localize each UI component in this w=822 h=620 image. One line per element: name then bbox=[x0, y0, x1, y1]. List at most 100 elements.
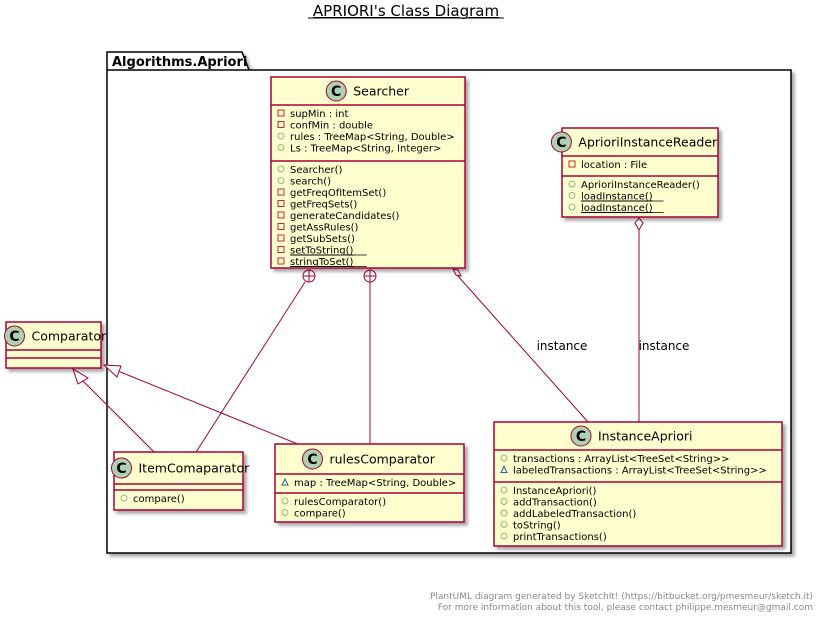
aggregation-diamond-searcher bbox=[452, 268, 462, 277]
visibility-private-icon bbox=[277, 234, 285, 242]
class-letter: C bbox=[307, 452, 317, 468]
inherit-triangle-rulescomp bbox=[102, 364, 122, 378]
visibility-public-icon bbox=[500, 498, 508, 505]
visibility-public-icon bbox=[120, 494, 128, 502]
visibility-private-icon bbox=[277, 109, 285, 117]
package-name: Algorithms.Apriori bbox=[112, 55, 247, 70]
inherit-rulescomp-comparator bbox=[117, 370, 306, 448]
class-member: supMin : int bbox=[290, 109, 348, 120]
class-letter: C bbox=[576, 429, 586, 445]
class-name: Comparator bbox=[32, 329, 107, 344]
class-letter: C bbox=[556, 135, 566, 151]
visibility-public-icon bbox=[277, 177, 285, 184]
footer-line-2: For more information about this tool, pl… bbox=[438, 603, 813, 613]
visibility-package-icon bbox=[281, 477, 289, 486]
class-letter: C bbox=[116, 461, 126, 477]
visibility-private-icon bbox=[568, 160, 576, 168]
visibility-private-icon bbox=[277, 200, 285, 207]
class-member: addTransaction() bbox=[513, 498, 597, 509]
class-member: InstanceApriori() bbox=[513, 486, 597, 497]
class-member: rulesComparator() bbox=[294, 497, 386, 508]
class-member: map : TreeMap<String, Double> bbox=[294, 478, 456, 489]
class-box bbox=[113, 451, 244, 511]
diagram-title: APRIORI's Class Diagram bbox=[313, 2, 499, 20]
visibility-public-icon bbox=[281, 497, 289, 505]
class-box bbox=[493, 421, 783, 547]
class-member: location : File bbox=[581, 160, 647, 171]
visibility-private-icon bbox=[277, 257, 285, 265]
inherit-triangle-itemcomp bbox=[72, 367, 89, 385]
visibility-public-icon bbox=[568, 192, 576, 199]
relation-label-searcher-instance: instance bbox=[537, 339, 588, 353]
class-member: confMin : double bbox=[290, 121, 373, 132]
footer-line-1: PlantUML diagram generated by SketchIt! … bbox=[430, 592, 813, 602]
inherit-itemcomp-comparator bbox=[81, 379, 156, 454]
class-member: getFreqSets() bbox=[290, 200, 357, 211]
visibility-public-icon bbox=[277, 165, 285, 173]
visibility-public-icon bbox=[277, 132, 285, 140]
class-name: rulesComparator bbox=[330, 452, 436, 467]
class-letter: C bbox=[331, 84, 341, 100]
visibility-public-icon bbox=[500, 454, 508, 462]
nest-searcher-itemcomp bbox=[190, 281, 306, 461]
visibility-public-icon bbox=[281, 509, 289, 516]
visibility-package-icon bbox=[500, 465, 508, 473]
class-name: AprioriInstanceReader bbox=[578, 135, 718, 150]
class-stereotype-icon bbox=[325, 80, 347, 102]
visibility-public-icon bbox=[500, 532, 508, 540]
class-member: Ls : TreeMap<String, Integer> bbox=[290, 144, 441, 155]
relation-label-reader-instance: instance bbox=[639, 339, 690, 353]
relations bbox=[81, 229, 640, 461]
class-member: compare() bbox=[133, 494, 185, 505]
visibility-private-icon bbox=[277, 188, 285, 196]
class-member: getFreqOfItemSet() bbox=[290, 188, 386, 199]
visibility-private-icon bbox=[277, 121, 285, 128]
class-member: rules : TreeMap<String, Double> bbox=[290, 132, 455, 143]
class-member: getAssRules() bbox=[290, 223, 359, 234]
class-member: labeledTransactions : ArrayList<TreeSet<… bbox=[513, 466, 767, 477]
visibility-public-icon bbox=[500, 509, 508, 517]
visibility-public-icon bbox=[500, 521, 508, 528]
visibility-public-icon bbox=[277, 144, 285, 151]
class-letter: C bbox=[9, 329, 19, 345]
class-member: stringToSet() bbox=[290, 257, 354, 268]
class-member: loadInstance() bbox=[581, 203, 653, 214]
visibility-public-icon bbox=[568, 180, 576, 188]
aggregation-diamond-reader bbox=[634, 217, 644, 232]
class-member: getSubSets() bbox=[290, 234, 355, 245]
class-name: InstanceApriori bbox=[598, 429, 693, 444]
visibility-private-icon bbox=[277, 246, 285, 253]
class-name: Searcher bbox=[353, 84, 410, 99]
class-comparator: C Comparator bbox=[4, 321, 107, 369]
relation-markers bbox=[72, 217, 644, 385]
class-stereotype-icon bbox=[550, 131, 572, 153]
class-member: printTransactions() bbox=[513, 532, 607, 543]
class-instance: C InstanceApriori transactions : ArrayList… bbox=[493, 421, 783, 547]
class-member: transactions : ArrayList<TreeSet<String>… bbox=[513, 454, 729, 465]
class-itemcomp: C ItemComaparator compare() bbox=[111, 451, 251, 511]
class-stereotype-icon bbox=[111, 457, 132, 479]
class-member: generateCandidates() bbox=[290, 211, 400, 222]
visibility-public-icon bbox=[568, 203, 576, 211]
class-member: toString() bbox=[513, 521, 561, 532]
class-member: compare() bbox=[294, 509, 346, 520]
visibility-private-icon bbox=[277, 223, 285, 230]
class-reader: C AprioriInstanceReader location : FileApr… bbox=[550, 127, 719, 218]
nest-marker-itemcomp bbox=[302, 269, 316, 283]
aggregation-searcher-instance bbox=[456, 274, 589, 423]
class-name: ItemComaparator bbox=[139, 461, 251, 476]
class-member: AprioriInstanceReader() bbox=[581, 180, 700, 191]
class-member: setToString() bbox=[290, 246, 354, 257]
class-box bbox=[561, 127, 719, 218]
nest-marker-rulescomp bbox=[363, 269, 377, 283]
class-member: loadInstance() bbox=[581, 192, 653, 203]
class-member: Searcher() bbox=[290, 165, 343, 176]
class-stereotype-icon bbox=[570, 425, 592, 447]
class-stereotype-icon bbox=[302, 448, 323, 470]
class-box bbox=[270, 76, 466, 269]
class-stereotype-icon bbox=[4, 325, 25, 347]
visibility-private-icon bbox=[277, 211, 285, 219]
